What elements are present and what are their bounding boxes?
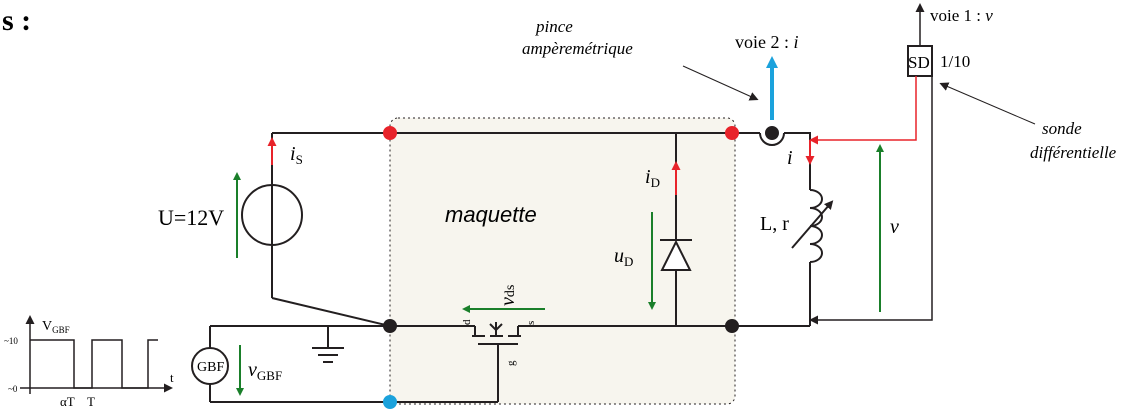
waveform-tick-alpha: αT xyxy=(60,394,75,409)
diode-current-label: iD xyxy=(645,166,660,190)
waveform-xlabel: t xyxy=(170,370,174,385)
maquette-label: maquette xyxy=(445,202,537,227)
inductor-variable-arrow xyxy=(791,200,834,249)
waveform-low: ~0 xyxy=(8,384,18,394)
load-current-label: i xyxy=(787,147,793,169)
node-red-left xyxy=(383,126,397,140)
maquette-board xyxy=(389,117,736,405)
inductor-label: L, r xyxy=(760,213,789,235)
probe-box-label: SD xyxy=(908,53,930,72)
probe-label-line1: sonde xyxy=(1042,119,1082,138)
node-blue-bottom xyxy=(383,395,397,409)
diode-symbol xyxy=(660,239,692,271)
probe-black-lead xyxy=(809,76,933,325)
gbf-voltage-label: vGBF xyxy=(248,359,282,383)
gbf-waveform xyxy=(20,315,173,394)
source-current-label: iS xyxy=(290,143,303,167)
clamp-label-line1: pince xyxy=(535,17,573,36)
probe-label-line2: différentielle xyxy=(1030,143,1117,162)
probe-box xyxy=(907,45,933,77)
diode-voltage-label: uD xyxy=(614,245,633,269)
heading-fragment: s : xyxy=(2,4,31,37)
load-voltage-label: v xyxy=(890,216,899,238)
node-black-right xyxy=(725,319,739,333)
channel1-label: voie 1 : v xyxy=(930,6,993,25)
probe-pointer-arrow xyxy=(939,82,1036,125)
channel2-label: voie 2 : i xyxy=(735,32,799,52)
clamp-label-line2: ampèremétrique xyxy=(522,39,633,58)
clamp-pointer-arrow xyxy=(682,65,759,101)
waveform-ylabel: VGBF xyxy=(42,319,70,335)
node-black-left xyxy=(383,319,397,333)
gbf-label: GBF xyxy=(197,360,224,375)
mosfet-symbol xyxy=(472,322,521,352)
gbf-symbol xyxy=(191,347,229,385)
mosfet-pin-g: g xyxy=(505,360,517,366)
source-voltage-label: U=12V xyxy=(158,205,224,230)
node-black-clamp xyxy=(765,126,779,140)
probe-red-lead xyxy=(809,76,917,145)
waveform-high: ~10 xyxy=(4,336,18,346)
waveform-tick-T: T xyxy=(87,394,95,409)
probe-ratio: 1/10 xyxy=(940,52,970,71)
wiring xyxy=(209,132,811,403)
mosfet-pin-s: s xyxy=(525,321,537,325)
mosfet-voltage-label: vds xyxy=(497,285,519,306)
current-clamp xyxy=(759,132,785,146)
node-red-right xyxy=(725,126,739,140)
mosfet-pin-d: d xyxy=(461,319,473,325)
